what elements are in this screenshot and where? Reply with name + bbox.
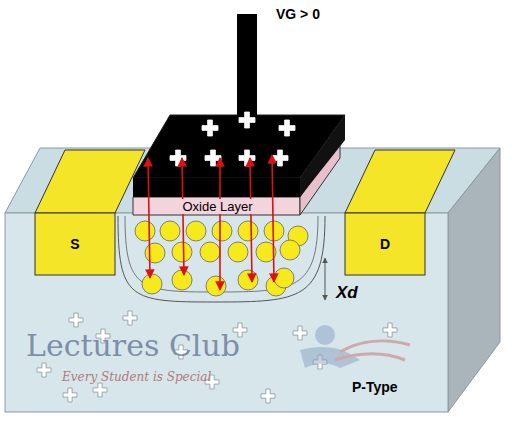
- oxide-layer: Oxide Layer: [135, 197, 300, 215]
- electron: [145, 243, 165, 263]
- gate-voltage: VG > 0: [276, 6, 320, 22]
- drain-region-label: D: [378, 236, 392, 252]
- positive-charge: [202, 120, 218, 136]
- source-top: [35, 150, 145, 213]
- positive-charge: [383, 323, 397, 337]
- gate-front: [133, 178, 300, 197]
- electron: [172, 270, 192, 290]
- drain-front: [345, 213, 425, 275]
- positive-charge: [205, 150, 221, 166]
- depletion-width: Xd: [336, 283, 358, 303]
- electron: [200, 242, 220, 262]
- electron: [228, 242, 248, 262]
- depth-arrow: [325, 258, 326, 300]
- electron: [274, 268, 294, 288]
- source-front: [35, 213, 115, 275]
- positive-charge: [93, 383, 107, 397]
- positive-charge: [239, 150, 255, 166]
- electron: [142, 274, 162, 294]
- gate-side: [300, 115, 345, 197]
- positive-charge: [293, 326, 307, 340]
- positive-charge: [63, 388, 77, 402]
- electrons: [135, 221, 308, 296]
- drain-top: [345, 150, 455, 213]
- positive-charge: [239, 112, 255, 128]
- substrate-top: [5, 148, 500, 213]
- electron: [186, 221, 206, 241]
- watermark-figure: [300, 325, 410, 368]
- electron: [212, 221, 232, 241]
- positive-charge: [279, 120, 295, 136]
- electron: [280, 240, 300, 260]
- oxide-front: [133, 197, 300, 215]
- positive-charge: [37, 363, 51, 377]
- field-arrows: [148, 155, 274, 290]
- electron: [238, 270, 258, 290]
- gate-terminal: [237, 14, 257, 126]
- electron: [172, 242, 192, 262]
- oxide-layer-label: Oxide Layer: [180, 199, 254, 214]
- gate-charges: [170, 112, 295, 166]
- electron: [238, 221, 258, 241]
- positive-charge: [261, 389, 275, 403]
- positive-charge: [272, 150, 288, 166]
- substrate-type: P-Type: [352, 379, 398, 395]
- positive-charge: [170, 150, 186, 166]
- substrate-front: [5, 213, 448, 412]
- electron: [160, 221, 180, 241]
- substrate-side: [448, 148, 500, 412]
- watermark-tagline: Every Student is Special: [62, 370, 211, 384]
- electron: [206, 276, 226, 296]
- source-region: S: [35, 213, 115, 275]
- positive-charge: [123, 311, 137, 325]
- watermark: Lectures Club: [26, 328, 240, 363]
- drain-region: D: [345, 213, 425, 275]
- source-region-label: S: [68, 236, 81, 252]
- electron: [135, 221, 155, 241]
- positive-charge: [69, 313, 83, 327]
